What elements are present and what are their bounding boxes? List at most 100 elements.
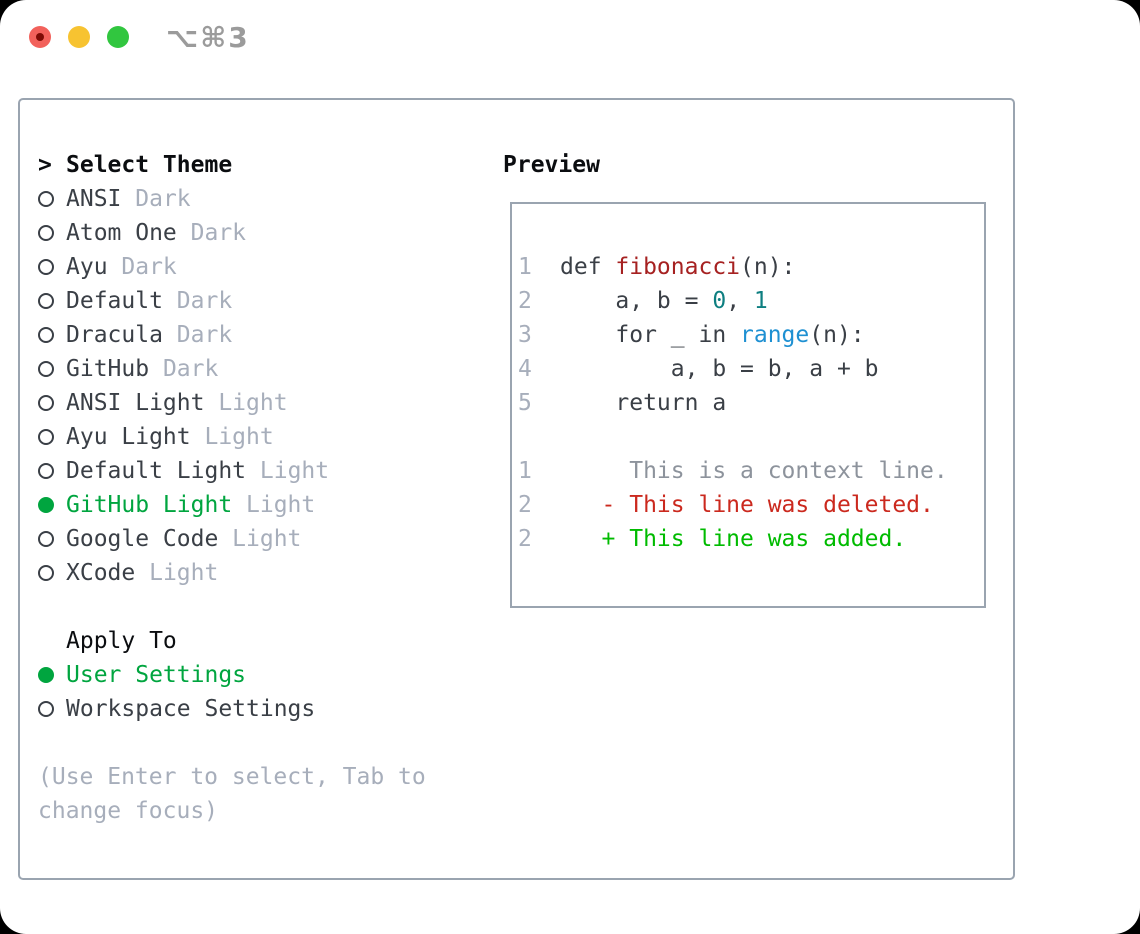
- code-segment-code: (n):: [740, 254, 796, 280]
- code-segment-added: + This line was added.: [560, 526, 907, 552]
- code-segment-code: return a: [560, 390, 727, 416]
- theme-variant-label: Light: [232, 526, 302, 552]
- theme-variant-label: Dark: [135, 186, 191, 212]
- theme-option-google-code[interactable]: Google Code Light: [38, 522, 498, 556]
- code-segment-number: 0: [712, 288, 727, 314]
- radio-unselected-icon: [38, 327, 54, 343]
- theme-option-ayu-light[interactable]: Ayu Light Light: [38, 420, 498, 454]
- line-number: 2: [518, 492, 532, 518]
- theme-option-ansi-light[interactable]: ANSI Light Light: [38, 386, 498, 420]
- code-segment-code: (n):: [809, 322, 865, 348]
- theme-variant-label: Light: [149, 560, 219, 586]
- theme-variant-label: Dark: [162, 356, 219, 382]
- radio-selected-icon: [38, 497, 54, 513]
- theme-option-atom-one[interactable]: Atom One Dark: [38, 216, 498, 250]
- line-number: 1: [518, 458, 532, 484]
- theme-option-ansi[interactable]: ANSI Dark: [38, 182, 498, 216]
- theme-name: GitHub: [66, 356, 163, 382]
- theme-variant-label: Dark: [176, 322, 233, 348]
- line-number: 4: [518, 356, 532, 382]
- theme-option-github[interactable]: GitHub Dark: [38, 352, 498, 386]
- theme-variant-label: Light: [204, 424, 274, 450]
- close-icon: [36, 33, 44, 41]
- preview-line: 4 a, b = b, a + b: [518, 352, 984, 386]
- apply-option-workspace-settings[interactable]: Workspace Settings: [38, 692, 498, 726]
- theme-name: ANSI Light: [66, 390, 219, 416]
- theme-name: GitHub Light: [66, 492, 247, 518]
- theme-option-xcode[interactable]: XCode Light: [38, 556, 498, 590]
- radio-selected-icon: [38, 667, 54, 683]
- theme-option-dracula[interactable]: Dracula Dark: [38, 318, 498, 352]
- spacer: [38, 726, 498, 760]
- theme-variant-label: Light: [246, 492, 316, 518]
- radio-unselected-icon: [38, 191, 54, 207]
- theme-name: Ayu Light: [66, 424, 205, 450]
- code-segment-code: a, b =: [560, 288, 713, 314]
- code-segment-code: a, b = b, a + b: [560, 356, 879, 382]
- apply-option-label: Workspace Settings: [66, 696, 316, 722]
- theme-name: Google Code: [66, 526, 233, 552]
- theme-name: Dracula: [66, 322, 177, 348]
- radio-unselected-icon: [38, 259, 54, 275]
- select-theme-header: > Select Theme: [38, 148, 498, 182]
- preview-line: 2 a, b = 0, 1: [518, 284, 984, 318]
- preview-header: Preview: [503, 148, 600, 182]
- code-segment-number: 1: [753, 288, 768, 314]
- preview-line: 5 return a: [518, 386, 984, 420]
- apply-to-header: Apply To: [38, 624, 498, 658]
- code-segment-builtin: range: [740, 322, 810, 348]
- preview-title: Preview: [503, 152, 600, 178]
- theme-option-ayu[interactable]: Ayu Dark: [38, 250, 498, 284]
- close-button[interactable]: [29, 26, 51, 48]
- theme-option-default-light[interactable]: Default Light Light: [38, 454, 498, 488]
- theme-option-github-light[interactable]: GitHub Light Light: [38, 488, 498, 522]
- radio-unselected-icon: [38, 463, 54, 479]
- preview-line: 3 for _ in range(n):: [518, 318, 984, 352]
- radio-unselected-icon: [38, 395, 54, 411]
- hint-line: (Use Enter to select, Tab to: [38, 764, 426, 790]
- hint-text: (Use Enter to select, Tab to change focus…: [38, 760, 498, 828]
- theme-name: Default: [66, 288, 177, 314]
- radio-unselected-icon: [38, 429, 54, 445]
- minimize-button[interactable]: [68, 26, 90, 48]
- line-number: 1: [518, 254, 532, 280]
- radio-unselected-icon: [38, 701, 54, 717]
- apply-option-label: User Settings: [66, 662, 247, 688]
- theme-name: Default Light: [66, 458, 260, 484]
- title-bar: ⌥⌘3: [0, 0, 1140, 98]
- line-number: 2: [518, 526, 532, 552]
- line-number: 2: [518, 288, 532, 314]
- radio-unselected-icon: [38, 361, 54, 377]
- theme-name: Ayu: [66, 254, 122, 280]
- spacer: [38, 590, 498, 624]
- code-segment-code: ,: [726, 288, 754, 314]
- theme-variant-label: Light: [218, 390, 288, 416]
- radio-unselected-icon: [38, 225, 54, 241]
- preview-line: 2 - This line was deleted.: [518, 488, 984, 522]
- preview-line: 1 This is a context line.: [518, 454, 984, 488]
- preview-line: [518, 420, 984, 454]
- window-title: ⌥⌘3: [166, 21, 250, 54]
- theme-name: Atom One: [66, 220, 191, 246]
- theme-variant-label: Dark: [176, 288, 233, 314]
- hint-line: change focus): [38, 798, 219, 824]
- line-number: 3: [518, 322, 532, 348]
- radio-unselected-icon: [38, 531, 54, 547]
- radio-unselected-icon: [38, 565, 54, 581]
- apply-option-user-settings[interactable]: User Settings: [38, 658, 498, 692]
- theme-option-default[interactable]: Default Dark: [38, 284, 498, 318]
- code-segment-context: This is a context line.: [560, 458, 948, 484]
- theme-variant-label: Dark: [190, 220, 247, 246]
- theme-variant-label: Dark: [121, 254, 177, 280]
- radio-unselected-icon: [38, 293, 54, 309]
- theme-name: ANSI: [66, 186, 136, 212]
- code-segment-code: def: [560, 254, 616, 280]
- cursor-chevron-icon: >: [38, 152, 52, 178]
- zoom-button[interactable]: [107, 26, 129, 48]
- code-segment-code: for _ in: [560, 322, 741, 348]
